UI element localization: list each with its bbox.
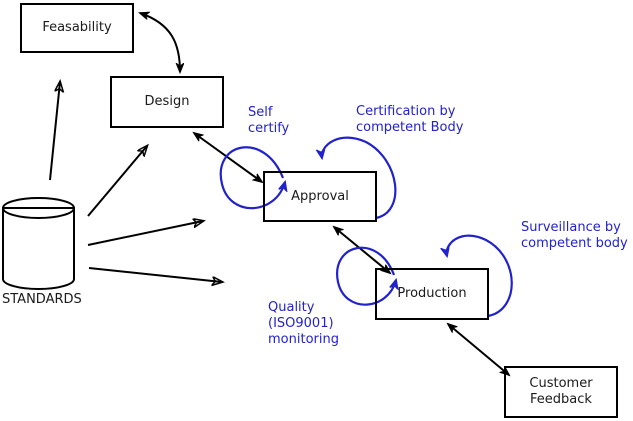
node-feasability[interactable]: Feasability <box>20 3 134 53</box>
node-feasability-label: Feasability <box>42 20 112 35</box>
edge-standards-production <box>88 267 222 282</box>
edge-standards-approval <box>87 221 203 246</box>
node-production[interactable]: Production <box>375 268 489 320</box>
node-production-label: Production <box>397 286 467 301</box>
edge-surveillance-loop <box>447 234 513 318</box>
edge-quality-loop <box>336 246 396 306</box>
annotation-self-certify: Self certify <box>248 105 290 136</box>
edge-production-customer-feedback <box>448 324 509 375</box>
edge-design-approval <box>194 133 262 182</box>
edge-certification-loop <box>322 136 397 220</box>
edge-feasability-design <box>140 13 180 72</box>
edge-standards-design <box>87 146 147 217</box>
annotation-quality-iso9001-monitoring: Quality (ISO9001) monitoring <box>268 300 339 347</box>
node-design[interactable]: Design <box>110 76 224 128</box>
edge-standards-feasability <box>49 82 60 181</box>
node-design-label: Design <box>144 94 190 109</box>
edge-self-certify-loop <box>219 146 285 210</box>
node-customer-feedback[interactable]: Customer Feedback <box>504 366 618 418</box>
node-customer-feedback-label: Customer Feedback <box>529 376 593 407</box>
standards-datastore-label: STANDARDS <box>2 292 82 307</box>
node-approval-label: Approval <box>291 188 349 204</box>
edge-approval-production <box>334 227 390 273</box>
node-approval[interactable]: Approval <box>263 171 377 222</box>
standards-cylinder-shape <box>1 197 75 290</box>
annotation-surveillance-by-competent-body: Surveillance by competent body <box>521 220 628 251</box>
annotation-certification-by-competent-body: Certification by competent Body <box>356 104 464 135</box>
